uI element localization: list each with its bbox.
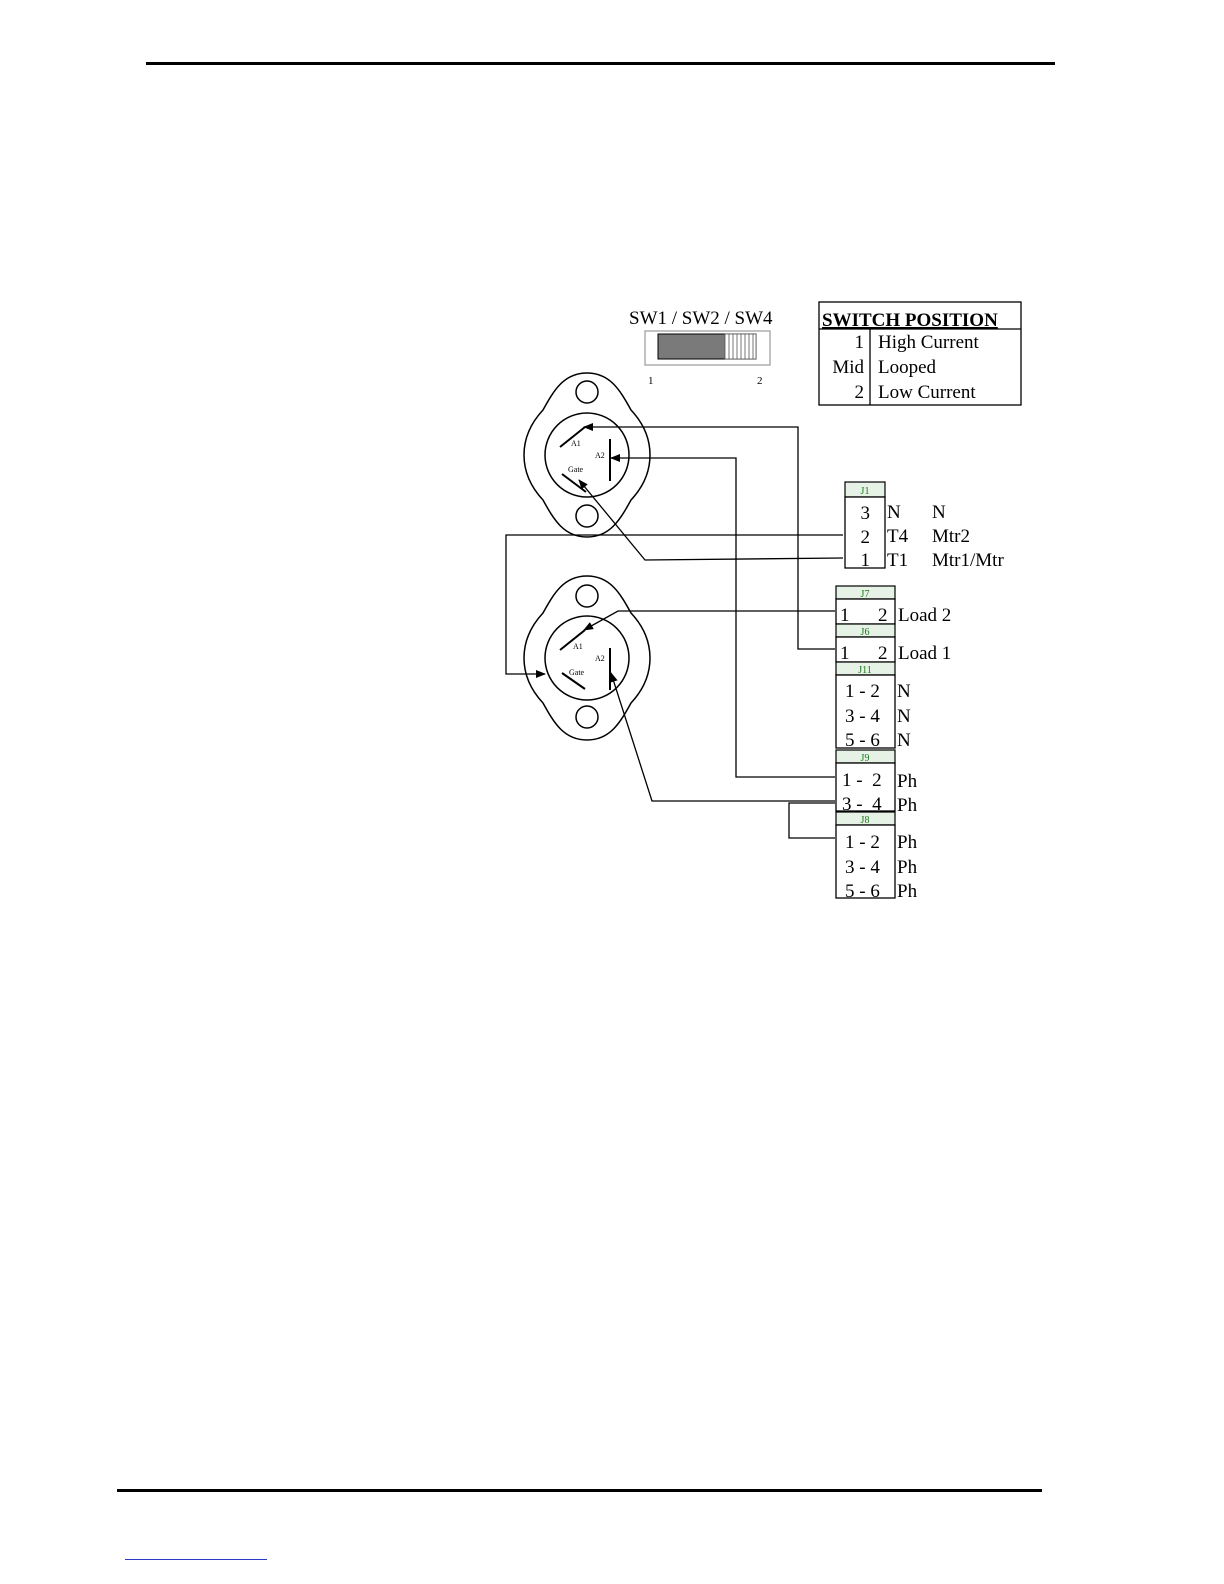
j8-label-3: Ph: [897, 881, 918, 902]
triac-top-gate: Gate: [568, 465, 584, 474]
j6-label: Load 1: [898, 643, 951, 664]
table-desc-1: High Current: [878, 332, 980, 353]
connector-j1: J1 3 N N 2 T4 Mtr2 1 T1 Mtr1/Mtr: [845, 482, 1004, 571]
j11-name: J11: [858, 665, 872, 676]
connector-j6: J6 1 2 Load 1: [836, 624, 951, 664]
j8-label-1: Ph: [897, 832, 918, 853]
j11-pins-1: 1 - 2: [845, 681, 880, 702]
switch-pos-left: 1: [648, 375, 654, 387]
connector-j11: J11 1 - 2 N 3 - 4 N 5 - 6 N: [836, 662, 911, 751]
j1-func-3: N: [932, 502, 946, 523]
j1-pin-3: 3: [861, 503, 871, 524]
connector-j9: J9 1 - 2 Ph 3 - 4 Ph: [836, 750, 918, 816]
switch-position-table: SWITCH POSITION 1 High Current Mid Loope…: [819, 302, 1021, 405]
j1-term-2: T4: [887, 526, 909, 547]
triac-top-a1: A1: [571, 439, 581, 448]
j6-pin-1: 1: [840, 643, 850, 664]
triac-top: A1 A2 Gate: [524, 373, 650, 537]
j11-pins-2: 3 - 4: [845, 706, 880, 727]
table-pos-1: 1: [855, 332, 865, 353]
table-desc-mid: Looped: [878, 357, 937, 378]
triac-bottom-gate: Gate: [569, 668, 585, 677]
j1-func-1: Mtr1/Mtr: [932, 550, 1004, 571]
j1-name: J1: [861, 486, 870, 497]
j8-label-2: Ph: [897, 857, 918, 878]
j7-label: Load 2: [898, 605, 951, 626]
j11-pins-3: 5 - 6: [845, 730, 880, 751]
j1-pin-2: 2: [861, 527, 871, 548]
connector-j7: J7 1 2 Load 2: [836, 586, 951, 626]
table-pos-2: 2: [855, 382, 865, 403]
connector-j8: J8 1 - 2 Ph 3 - 4 Ph 5 - 6 Ph: [836, 812, 918, 902]
j8-name: J8: [861, 815, 870, 826]
j9-pins-1: 1 - 2: [842, 770, 882, 791]
j6-pin-2: 2: [878, 643, 888, 664]
switch-pos-right: 2: [757, 375, 763, 387]
wire-j9-to-triac-bottom-a2: [611, 673, 835, 801]
triac-bottom-a1: A1: [573, 642, 583, 651]
wire-j9-j8-loop: [789, 803, 835, 838]
j11-label-1: N: [897, 681, 911, 702]
j7-pin-2: 2: [878, 605, 888, 626]
j11-label-3: N: [897, 730, 911, 751]
j6-name: J6: [861, 627, 870, 638]
j1-term-1: T1: [887, 550, 908, 571]
j1-pin-1: 1: [861, 550, 871, 571]
table-title: SWITCH POSITION: [822, 310, 998, 331]
j7-pin-1: 1: [840, 605, 850, 626]
j9-label-1: Ph: [897, 771, 918, 792]
table-desc-2: Low Current: [878, 382, 976, 403]
j9-name: J9: [861, 753, 870, 764]
triac-bottom-a2: A2: [595, 654, 605, 663]
j9-label-2: Ph: [897, 795, 918, 816]
j11-label-2: N: [897, 706, 911, 727]
triac-top-a2: A2: [595, 451, 605, 460]
j8-pins-3: 5 - 6: [845, 881, 880, 902]
switch-slider-grip: [725, 334, 756, 359]
j1-term-3: N: [887, 502, 901, 523]
switch-group: SW1 / SW2 / SW4 1 2: [629, 308, 773, 387]
wire-j9-to-triac-top-a2: [611, 458, 835, 777]
j8-pins-1: 1 - 2: [845, 832, 880, 853]
j1-func-2: Mtr2: [932, 526, 970, 547]
j8-pins-2: 3 - 4: [845, 857, 880, 878]
table-pos-mid: Mid: [832, 357, 864, 378]
j7-name: J7: [861, 589, 870, 600]
switch-label: SW1 / SW2 / SW4: [629, 308, 773, 329]
triac-bottom: A1 A2 Gate: [524, 576, 650, 740]
